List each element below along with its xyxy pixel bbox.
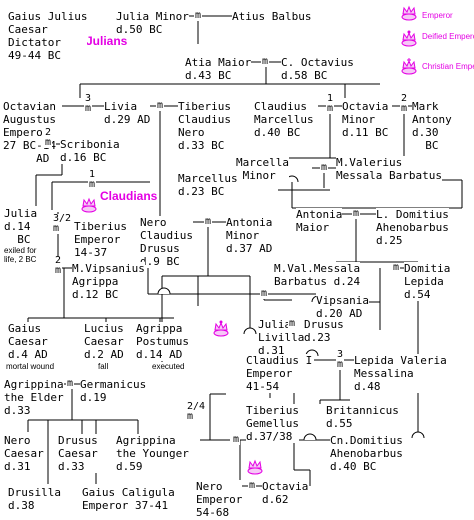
- nero-crown-icon: [247, 459, 263, 475]
- person-nero-claudius-drusus: Nero Claudius Drusus d.9 BC: [140, 216, 193, 268]
- person-atius-balbus: Atius Balbus: [232, 10, 312, 23]
- marriage-mark: 2 m: [400, 93, 409, 114]
- note-executed: executed: [152, 362, 185, 371]
- person-mark-antony: Mark Antony d.30 BC: [412, 100, 452, 152]
- person-nero-caesar: Nero Caesar d.31: [4, 434, 44, 473]
- marriage-mark: 1 m: [326, 93, 335, 114]
- marriage-mark: m: [204, 216, 213, 227]
- marriage-mark: m: [248, 480, 257, 491]
- marriage-mark: 3 m: [84, 93, 93, 114]
- marriage-mark: 2 m: [54, 255, 63, 276]
- person-agrippa: M.Vipsanius Agrippa d.12 BC: [72, 262, 145, 301]
- person-octavian: Octavian Augustus Emperor 27 BC-14 AD: [3, 100, 56, 165]
- person-claudius-marcellus: Claudius Marcellus d.40 BC: [254, 100, 314, 139]
- house-label-claudians: Claudians: [100, 189, 158, 203]
- person-messala-barbatus: M.Valerius Messala Barbatus: [336, 156, 442, 182]
- marriage-mark: m: [156, 100, 165, 111]
- marriage-mark: m: [392, 262, 401, 273]
- person-lucius-caesar: Lucius Caesar d.2 AD: [84, 322, 124, 361]
- person-julia: Julia d.14 BC: [4, 207, 38, 246]
- person-domitia-lepida: Domitia Lepida d.54: [404, 262, 451, 301]
- marriage-mark: 2/4 m: [186, 401, 207, 422]
- marriage-mark: m: [194, 10, 203, 21]
- marriage-mark: 1 m: [88, 169, 97, 190]
- person-octavia-minor: Octavia Minor d.11 BC: [342, 100, 389, 139]
- person-vipsania: Vipsania d.20 AD: [316, 294, 369, 320]
- person-drusilla: Drusilla d.38: [8, 486, 61, 512]
- person-marcella-minor: Marcella Minor: [236, 156, 289, 182]
- marriage-mark: 2 m: [44, 127, 53, 148]
- person-tiberius-gemellus: Tiberius Gemellus d.37/38: [246, 404, 299, 443]
- person-germanicus: Germanicus d.19: [80, 378, 147, 404]
- legend-emperor: Emperor: [422, 11, 453, 20]
- person-agrippa-postumus: Agrippa Postumus d.14 AD: [136, 322, 189, 361]
- person-l-domitius-ahenobarbus: L. Domitius Ahenobarbus d.25: [376, 208, 449, 247]
- marriage-mark: m: [232, 434, 241, 445]
- person-tiberius-claudius-nero: Tiberius Claudius Nero d.33 BC: [178, 100, 231, 152]
- person-antonia-minor: Antonia Minor d.37 AD: [226, 216, 273, 255]
- person-nero: Nero Emperor 54-68: [196, 480, 243, 519]
- person-atia-maior: Atia Maior d.43 BC: [185, 56, 252, 82]
- person-c-octavius: C. Octavius d.58 BC: [281, 56, 354, 82]
- person-claudius: Claudius I Emperor 41-54: [246, 354, 313, 393]
- person-mval-messala: M.Val.Messala Barbatus d.24: [274, 262, 361, 288]
- claudius-crown-icon: [213, 320, 229, 337]
- marriage-mark: m: [288, 318, 297, 329]
- person-gaius-caesar: Gaius Caesar d.4 AD: [8, 322, 48, 361]
- person-lepida-valeria: Lepida Valeria Messalina d.48: [354, 354, 447, 393]
- legend-deified: Deified Emperor: [422, 32, 474, 41]
- marriage-mark: m: [261, 56, 270, 67]
- marriage-mark: m: [260, 288, 269, 299]
- person-octavia: Octavia d.62: [262, 480, 309, 506]
- person-scribonia: Scribonia d.16 BC: [60, 138, 120, 164]
- person-caligula: Gaius Caligula Emperor 37-41: [82, 486, 175, 512]
- house-label-julians: Julians: [86, 34, 128, 48]
- deified-emperor-crown-icon: [401, 30, 417, 47]
- person-agrippina-younger: Agrippina the Younger d.59: [116, 434, 189, 473]
- person-agrippina-elder: Agrippina the Elder d.33: [4, 378, 64, 417]
- note-fall: fall: [98, 362, 109, 371]
- christian-emperor-crown-icon: [401, 58, 417, 75]
- person-julius-caesar: Gaius Julius Caesar Dictator 49-44 BC: [8, 10, 88, 62]
- person-julia-minor: Julia Minor d.50 BC: [116, 10, 189, 36]
- person-drusus: Drusus d.23: [304, 318, 344, 344]
- marriage-mark: 3/2 m: [52, 213, 73, 234]
- person-drusus-caesar: Drusus Caesar d.33: [58, 434, 98, 473]
- person-antonia-maior: Antonia Maior: [296, 208, 343, 234]
- marriage-mark: 3 m: [336, 349, 345, 370]
- marriage-mark: m: [320, 162, 329, 173]
- person-tiberius: Tiberius Emperor 14-37: [74, 220, 127, 259]
- person-cn-domitius-ahenobarbus: Cn.Domitius Ahenobarbus d.40 BC: [330, 434, 403, 473]
- person-marcellus: Marcellus d.23 BC: [178, 172, 238, 198]
- emperor-crown-icon: [401, 5, 417, 21]
- marriage-mark: m: [352, 208, 361, 219]
- legend-christian: Christian Emperor: [422, 62, 474, 71]
- tiberius-crown-icon: [81, 197, 97, 213]
- person-julia-livilla: Julia Livilla d.31: [258, 318, 305, 357]
- person-britannicus: Britannicus d.55: [326, 404, 399, 430]
- person-livia: Livia d.29 AD: [104, 100, 151, 126]
- note-exiled: exiled for life, 2 BC: [4, 246, 37, 264]
- note-mortal-wound: mortal wound: [6, 362, 55, 371]
- marriage-mark: m: [66, 378, 75, 389]
